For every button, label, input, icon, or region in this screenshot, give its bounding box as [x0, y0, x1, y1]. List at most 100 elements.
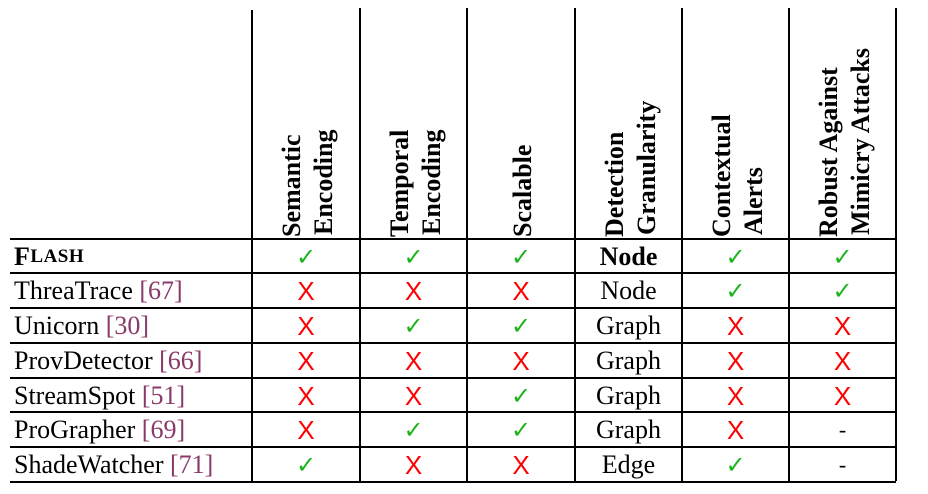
table-cell: ✓ [360, 239, 467, 274]
check-icon: ✓ [832, 276, 853, 305]
check-icon: ✓ [725, 450, 746, 479]
table-cell: X [789, 378, 896, 413]
table-cell: X [252, 412, 360, 447]
column-header-text: Scalable [507, 5, 561, 245]
citation-link[interactable]: [71] [170, 449, 214, 479]
table-cell: ✓ [360, 412, 467, 447]
column-header: Scalable [481, 5, 561, 245]
cross-icon: X [404, 449, 423, 480]
table-cell: Graph [575, 308, 682, 343]
table-cell: ✓ [682, 239, 789, 274]
table-cell: X [360, 273, 467, 308]
row-divider [10, 411, 896, 413]
table-cell: ✓ [467, 239, 575, 274]
table-cell: X [682, 308, 789, 343]
column-header-line1: Detection [599, 131, 629, 237]
row-label-name: ProvDetector [14, 345, 160, 375]
check-icon: ✓ [403, 311, 424, 340]
column-header-line1: Semantic [277, 134, 306, 237]
check-icon: ✓ [725, 242, 746, 271]
table-cell: Graph [575, 378, 682, 413]
column-divider [251, 10, 253, 481]
table-cell: X [252, 308, 360, 343]
check-icon: ✓ [510, 381, 532, 410]
citation-link[interactable]: [66] [159, 345, 203, 375]
column-header-line2: Alerts [738, 167, 768, 235]
citation-link[interactable]: [67] [139, 275, 183, 305]
cross-icon: X [404, 275, 423, 306]
table-cell: X [360, 343, 467, 378]
table-cell: ✓ [682, 447, 789, 482]
cross-icon: X [404, 345, 423, 376]
check-icon: ✓ [832, 242, 853, 271]
cross-icon: X [297, 310, 315, 341]
row-label-name: ThreaTrace [14, 275, 140, 305]
row-label-name: ShadeWatcher [14, 449, 170, 479]
column-divider [574, 8, 576, 481]
granularity-value: Graph [596, 414, 661, 444]
table-cell: Edge [575, 447, 682, 482]
cross-icon: X [297, 380, 315, 411]
row-label-name: Unicorn [14, 310, 106, 340]
cross-icon: X [833, 380, 852, 411]
table-cell: X [360, 378, 467, 413]
table-cell: X [252, 378, 360, 413]
check-icon: ✓ [510, 415, 532, 444]
row-divider [10, 481, 896, 483]
table-cell: Node [575, 239, 682, 274]
row-divider [10, 307, 896, 309]
cross-icon: X [833, 310, 852, 341]
table-cell: ✓ [467, 412, 575, 447]
table-cell: X [789, 308, 896, 343]
citation-link[interactable]: [30] [105, 310, 150, 340]
granularity-value: Node [599, 241, 658, 271]
granularity-value: Edge [601, 449, 656, 479]
cross-icon: X [297, 414, 315, 445]
table-cell: ✓ [467, 308, 575, 343]
not-applicable-dash: - [838, 416, 847, 442]
cross-icon: X [512, 449, 530, 480]
check-icon: ✓ [403, 415, 424, 444]
row-divider [10, 272, 896, 274]
row-label-name: ProGrapher [14, 414, 142, 444]
column-divider [466, 8, 468, 481]
row-label-rest: LASH [30, 245, 85, 267]
cross-icon: X [297, 275, 315, 306]
cross-icon: X [297, 345, 315, 376]
citation-link[interactable]: [69] [141, 414, 186, 444]
cross-icon: X [512, 275, 530, 306]
cross-icon: X [726, 310, 745, 341]
not-applicable-dash: - [838, 451, 847, 477]
column-header-line1: Contextual [706, 114, 736, 237]
column-header-line1: Robust Against [813, 67, 843, 237]
row-divider [10, 377, 896, 379]
citation-link[interactable]: [51] [141, 380, 186, 410]
check-icon: ✓ [295, 450, 317, 479]
table-cell: X [682, 343, 789, 378]
table-cell: ✓ [360, 308, 467, 343]
cross-icon: X [512, 345, 530, 376]
check-icon: ✓ [725, 276, 746, 305]
check-icon: ✓ [403, 242, 424, 271]
column-divider [681, 8, 683, 481]
table-cell: X [467, 273, 575, 308]
cross-icon: X [833, 345, 852, 376]
granularity-value: Graph [596, 345, 661, 375]
column-header-line2: Encoding [416, 129, 446, 236]
table-cell: X [682, 412, 789, 447]
table-cell: X [682, 378, 789, 413]
row-divider [10, 342, 896, 344]
granularity-value: Graph [596, 380, 661, 410]
table-cell: Graph [575, 412, 682, 447]
table-cell: - [789, 412, 896, 447]
row-label: StreamSpot [51] [14, 378, 185, 413]
table-cell: ✓ [467, 378, 575, 413]
